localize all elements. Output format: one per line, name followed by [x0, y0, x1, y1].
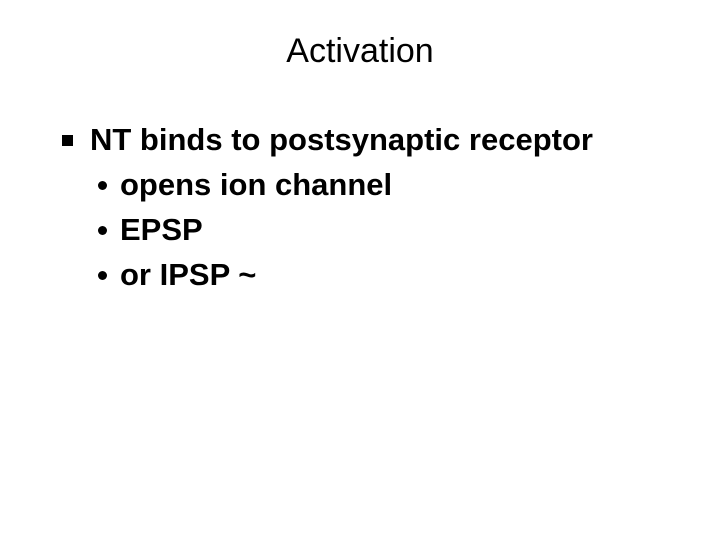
dot-bullet-icon [98, 271, 107, 280]
bullet-level2-item: or IPSP ~ [0, 252, 720, 297]
bullet-level1-item: NT binds to postsynaptic receptor [0, 118, 720, 162]
page-title: Activation [286, 32, 434, 70]
dot-bullet-icon [98, 226, 107, 235]
dot-bullet-icon [98, 181, 107, 190]
bullet-level1-label: NT binds to postsynaptic receptor [90, 122, 593, 157]
square-bullet-icon [62, 135, 73, 146]
bullet-level2-label: opens ion channel [120, 167, 393, 202]
bullet-level2-item: opens ion channel [0, 162, 720, 207]
bullet-level2-item: EPSP [0, 207, 720, 252]
slide-body: NT binds to postsynaptic receptor opens … [0, 118, 720, 297]
bullet-level2-label: EPSP [120, 212, 203, 247]
bullet-sublist: opens ion channel EPSP or IPSP ~ [0, 162, 720, 297]
bullet-level2-label: or IPSP ~ [120, 257, 257, 292]
